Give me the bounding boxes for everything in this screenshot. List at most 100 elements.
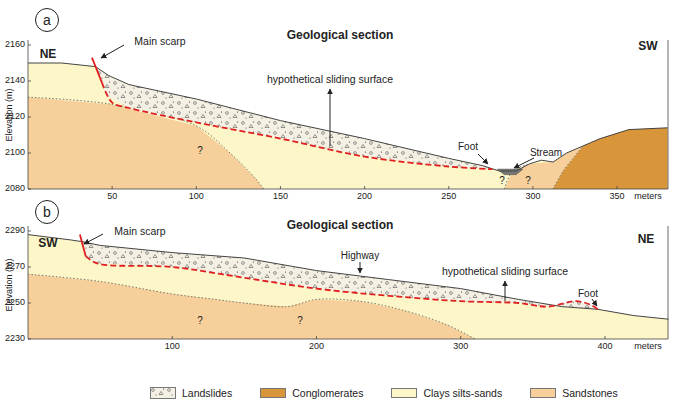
section-label: 100 xyxy=(165,342,180,352)
panel-letter-circle: b xyxy=(35,200,59,224)
section-label: ? xyxy=(297,315,303,326)
section-label: ? xyxy=(499,175,505,186)
leader-arrow xyxy=(84,234,103,244)
section-label: 250 xyxy=(441,192,456,202)
legend-text: Clays silts-sands xyxy=(423,387,502,399)
axis-tick xyxy=(28,303,31,304)
leader-arrow xyxy=(478,154,488,164)
section-label: 2270 xyxy=(5,262,25,272)
leader-arrow xyxy=(505,281,506,301)
section-label: 300 xyxy=(453,342,468,352)
main-scarp xyxy=(80,235,86,257)
panel-letter: a xyxy=(43,13,51,27)
legend: Landslides Conglomerates Clays silts-sands… xyxy=(150,387,618,399)
section-label: 2290 xyxy=(5,226,25,236)
section-label: 2250 xyxy=(5,298,25,308)
legend-item: Sandstones xyxy=(530,387,617,399)
leader-arrow xyxy=(101,45,124,58)
section-label: Geological section xyxy=(287,219,394,232)
rock-unit xyxy=(28,63,668,189)
axis-tick xyxy=(28,339,31,340)
section-label: 300 xyxy=(525,192,540,202)
rock-unit xyxy=(95,67,492,170)
legend-text: Conglomerates xyxy=(292,387,363,399)
axis-frame xyxy=(28,226,668,339)
section-label: Main scarp xyxy=(134,36,185,48)
section-label: Geological section xyxy=(287,29,394,42)
legend-swatch xyxy=(530,388,556,398)
panel-letter-circle: a xyxy=(35,8,59,32)
legend-item: Clays silts-sands xyxy=(391,387,502,399)
rock-unit xyxy=(83,242,598,309)
section-label: hypothetical sliding surface xyxy=(442,266,568,278)
axis-tick xyxy=(112,186,113,189)
legend-swatch xyxy=(391,388,417,398)
axis-tick xyxy=(364,186,365,189)
leader-arrow xyxy=(514,158,534,168)
section-label: Stream xyxy=(530,147,562,158)
legend-swatch xyxy=(150,387,176,399)
section-label: 2100 xyxy=(5,148,25,158)
axis-tick xyxy=(28,45,31,46)
legend-item: Landslides xyxy=(150,387,232,399)
sliding-surface xyxy=(102,83,492,169)
legend-text: Sandstones xyxy=(562,387,617,399)
sliding-surface xyxy=(86,256,598,309)
section-label: 200 xyxy=(309,342,324,352)
main-scarp xyxy=(92,58,102,83)
section-label: SW xyxy=(638,40,657,53)
section-label: 2160 xyxy=(5,40,25,50)
section-label: 400 xyxy=(597,342,612,352)
panel-letter: b xyxy=(43,205,51,219)
axis-tick xyxy=(617,186,618,189)
section-label: meters xyxy=(634,342,662,352)
section-label: 50 xyxy=(107,192,117,202)
section-label: SW xyxy=(38,237,57,250)
section-label: 2120 xyxy=(5,112,25,122)
axis-tick xyxy=(28,153,31,154)
section-label: 200 xyxy=(357,192,372,202)
axis-frame xyxy=(28,40,668,189)
axis-tick xyxy=(28,267,31,268)
axis-tick xyxy=(172,336,173,339)
axis-tick xyxy=(280,186,281,189)
section-label: 150 xyxy=(273,192,288,202)
axis-tick xyxy=(28,81,31,82)
rock-unit xyxy=(553,128,667,189)
section-label: 2230 xyxy=(5,334,25,344)
axis-tick xyxy=(196,186,197,189)
axis-tick xyxy=(28,189,31,190)
section-label: 100 xyxy=(189,192,204,202)
axis-tick xyxy=(532,186,533,189)
section-label: 350 xyxy=(610,192,625,202)
ground-surface xyxy=(28,235,668,320)
section-label: Highway xyxy=(341,250,379,261)
legend-swatch xyxy=(260,388,286,398)
axis-tick xyxy=(605,336,606,339)
section-label: Foot xyxy=(578,288,598,299)
leader-arrow xyxy=(360,262,361,273)
legend-item: Conglomerates xyxy=(260,387,363,399)
section-label: Main scarp xyxy=(114,226,165,238)
axis-tick xyxy=(28,231,31,232)
section-label: ? xyxy=(525,175,531,186)
stream-bed xyxy=(498,169,523,174)
section-label: Foot xyxy=(458,141,478,152)
leader-arrow xyxy=(592,299,597,306)
axis-tick xyxy=(448,186,449,189)
ground-surface xyxy=(28,63,668,171)
rock-unit xyxy=(28,235,668,339)
section-label: 2080 xyxy=(5,184,25,194)
leader-arrow xyxy=(330,89,331,146)
section-label: NE xyxy=(638,233,655,246)
section-label: ? xyxy=(197,145,203,156)
legend-text: Landslides xyxy=(182,387,232,399)
axis-tick xyxy=(28,117,31,118)
section-label: ? xyxy=(197,315,203,326)
section-label: NE xyxy=(40,48,57,61)
axis-tick xyxy=(460,336,461,339)
section-label: 2140 xyxy=(5,76,25,86)
axis-tick xyxy=(316,336,317,339)
